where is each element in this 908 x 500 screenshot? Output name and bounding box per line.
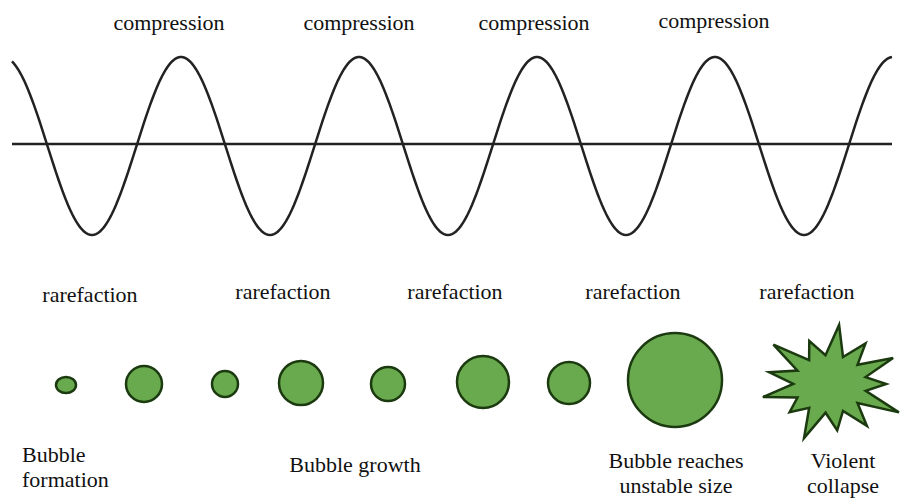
bubble (56, 377, 76, 393)
bubble (126, 366, 162, 402)
stage-label: Bubble growth (289, 452, 420, 477)
bubble (279, 361, 323, 405)
phase-label: compression (303, 10, 414, 35)
bubble (371, 367, 405, 401)
phase-label: rarefaction (759, 279, 854, 304)
phase-label: rarefaction (235, 279, 330, 304)
stage-label: Bubble formation (22, 442, 137, 492)
phase-label: compression (478, 10, 589, 35)
stage-label: Violent collapse (793, 448, 893, 498)
phase-label: rarefaction (407, 279, 502, 304)
phase-label: compression (658, 8, 769, 33)
collapse-burst (763, 325, 899, 438)
phase-label: compression (113, 10, 224, 35)
sound-wave (12, 57, 892, 235)
phase-label: rarefaction (42, 282, 137, 307)
bubble (212, 371, 238, 397)
bubble (548, 362, 590, 404)
phase-label: rarefaction (585, 279, 680, 304)
bubble (457, 356, 509, 408)
stage-label: Bubble reaches unstable size (586, 448, 766, 498)
bubble (628, 333, 722, 427)
